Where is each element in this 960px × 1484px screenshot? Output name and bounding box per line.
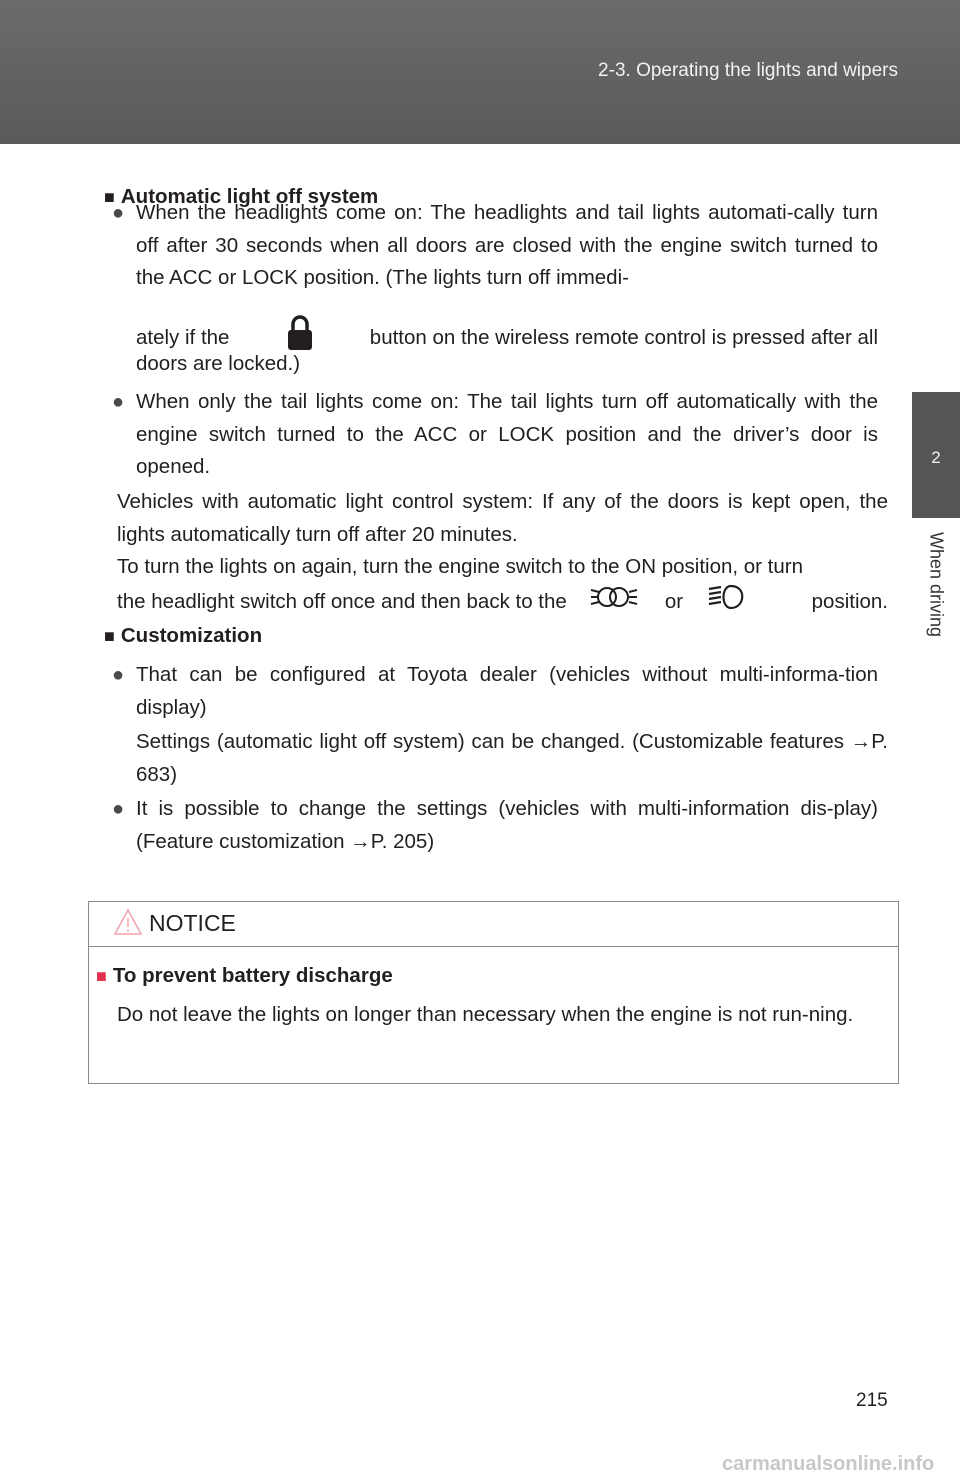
square-marker: ■ bbox=[104, 187, 115, 207]
bullet-marker: ● bbox=[112, 798, 125, 820]
lock-icon bbox=[285, 314, 315, 363]
section-title: 2-3. Operating the lights and wipers bbox=[598, 60, 898, 81]
chapter-tab bbox=[912, 392, 960, 518]
paragraph: Vehicles with automatic light control sy… bbox=[117, 490, 888, 546]
text-fragment: position. bbox=[811, 590, 888, 613]
notice-text: Do not leave the lights on longer than n… bbox=[117, 1003, 854, 1026]
watermark: carmanualsonline.info bbox=[722, 1453, 935, 1475]
heading-text: Automatic light off system bbox=[120, 185, 379, 208]
page-number: 215 bbox=[856, 1390, 888, 1411]
bullet-marker: ● bbox=[112, 664, 125, 686]
notice-heading: ■To prevent battery discharge bbox=[96, 960, 393, 993]
heading-text: Customization bbox=[120, 624, 263, 647]
section-heading: ■Customization bbox=[104, 620, 262, 653]
text-fragment: ately if the bbox=[136, 326, 230, 349]
heading-text: To prevent battery discharge bbox=[112, 964, 393, 987]
text-fragment: button on the wireless remote control is… bbox=[369, 326, 878, 349]
text-fragment: the headlight switch off once and then b… bbox=[117, 590, 567, 613]
bullet-text: When only the tail lights come on: The t… bbox=[136, 390, 878, 478]
text-fragment: or bbox=[664, 590, 684, 613]
headlight-icon bbox=[707, 583, 751, 622]
bullet-text: That can be configured at Toyota dealer … bbox=[136, 663, 878, 719]
square-marker: ■ bbox=[96, 966, 107, 986]
notice-label: NOTICE bbox=[149, 910, 236, 936]
bullet-text-line: ately if the button on the wireless remo… bbox=[136, 314, 878, 363]
paragraph: Settings (automatic light off system) ca… bbox=[136, 730, 888, 786]
bullet-text-line: doors are locked.) bbox=[136, 352, 301, 375]
paragraph-line: the headlight switch off once and then b… bbox=[117, 583, 888, 622]
section-heading: ■Automatic light off system bbox=[104, 181, 378, 214]
paragraph: To turn the lights on again, turn the en… bbox=[117, 555, 804, 578]
bullet-text: When the headlights come on: The headlig… bbox=[136, 201, 878, 289]
tail-light-icon bbox=[589, 584, 639, 621]
notice-header: NOTICE bbox=[89, 902, 898, 947]
bullet-marker: ● bbox=[112, 391, 125, 413]
chapter-label: When driving bbox=[926, 532, 947, 638]
chapter-number: 2 bbox=[931, 448, 941, 467]
bullet-text: It is possible to change the settings (v… bbox=[136, 797, 878, 853]
bullet-marker: ● bbox=[112, 202, 125, 224]
warning-triangle-icon bbox=[113, 908, 143, 941]
notice-box: NOTICE ■To prevent battery discharge Do … bbox=[88, 901, 899, 1084]
square-marker: ■ bbox=[104, 626, 115, 646]
page-header: 2-3. Operating the lights and wipers bbox=[0, 0, 960, 144]
